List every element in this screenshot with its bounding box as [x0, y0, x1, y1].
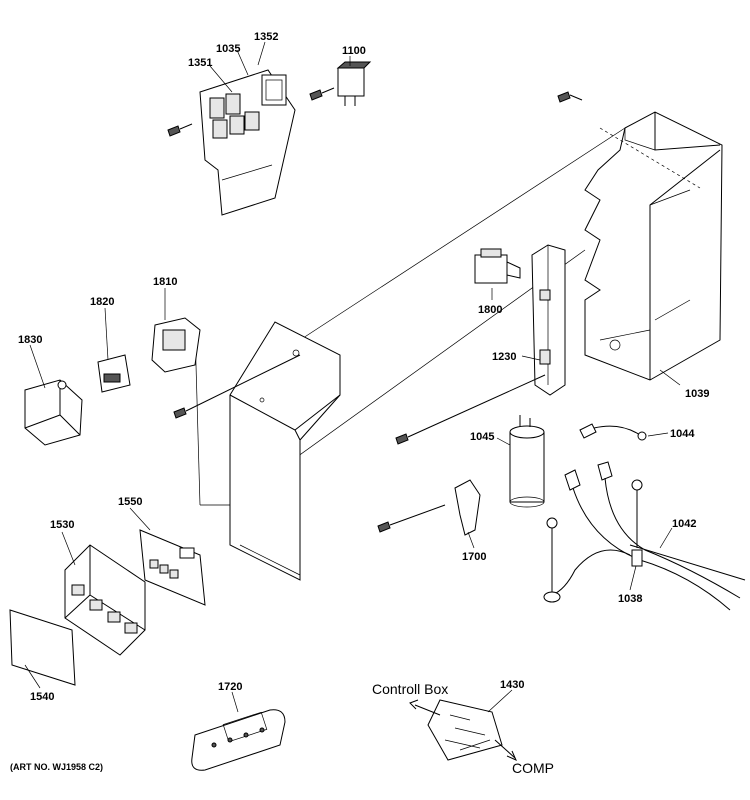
display-board-1810 — [151, 317, 201, 373]
art-number: (ART NO. WJ1958 C2) — [10, 762, 103, 772]
control-panel-cover — [229, 321, 341, 581]
callout-1230: 1230 — [492, 351, 516, 363]
wire-harness-1042 — [543, 461, 746, 611]
leader-line — [61, 531, 76, 566]
callout-1039: 1039 — [685, 388, 709, 400]
screw — [557, 91, 583, 103]
callout-1045: 1045 — [470, 431, 494, 443]
screw — [309, 87, 335, 101]
callout-1430: 1430 — [500, 679, 524, 691]
callout-1042: 1042 — [672, 518, 696, 530]
callout-1352: 1352 — [254, 31, 278, 43]
wiring-label-1430 — [409, 699, 517, 761]
small-board-1820 — [97, 354, 131, 393]
bracket-1230 — [531, 244, 566, 396]
leader-line — [521, 355, 541, 361]
controll-box-label: Controll Box — [372, 681, 448, 697]
leader-line — [659, 527, 673, 549]
callout-1820: 1820 — [90, 296, 114, 308]
overlay-sheet-1540 — [9, 609, 76, 686]
leader-line — [629, 565, 637, 591]
leader-line — [647, 432, 669, 437]
wire-1044 — [579, 423, 647, 441]
callout-1351: 1351 — [188, 57, 212, 69]
callout-1810: 1810 — [153, 276, 177, 288]
callout-1800: 1800 — [478, 304, 502, 316]
remote-control-1720 — [191, 709, 286, 771]
leader-line — [129, 507, 151, 531]
control-box-housing — [584, 111, 723, 381]
leader-line — [209, 65, 233, 93]
screw — [167, 123, 193, 137]
callout-1035: 1035 — [216, 43, 240, 55]
leader-line — [24, 664, 41, 689]
callout-1540: 1540 — [30, 691, 54, 703]
leader-line — [236, 49, 249, 76]
callout-1550: 1550 — [118, 496, 142, 508]
control-panel-1530 — [64, 544, 146, 656]
comp-label: COMP — [512, 760, 554, 776]
callout-1044: 1044 — [670, 428, 695, 440]
leader-line — [487, 689, 513, 713]
callout-1830: 1830 — [18, 334, 42, 346]
leader-line — [29, 344, 46, 389]
screw — [173, 354, 301, 419]
receiver-1830 — [24, 379, 83, 446]
leader-line — [467, 531, 475, 549]
screw — [377, 504, 446, 533]
leader-line — [599, 127, 701, 189]
control-board-1550 — [139, 529, 206, 606]
callout-1720: 1720 — [218, 681, 242, 693]
leader-line — [231, 691, 239, 713]
transformer-1800 — [474, 248, 521, 284]
leader-line — [496, 437, 511, 446]
screw — [395, 374, 546, 445]
callout-1700: 1700 — [462, 551, 486, 563]
callout-1100: 1100 — [342, 45, 366, 57]
main-pcb-board — [199, 69, 296, 216]
leader-line — [257, 41, 266, 66]
explode-line — [299, 127, 626, 341]
callout-1038: 1038 — [618, 593, 642, 605]
callout-1530: 1530 — [50, 519, 74, 531]
leader-line — [104, 307, 109, 361]
capacitor-1045 — [509, 415, 545, 508]
relay-1100 — [336, 61, 372, 106]
capacitor-bracket-1700 — [454, 479, 481, 536]
leader-line — [659, 369, 681, 386]
